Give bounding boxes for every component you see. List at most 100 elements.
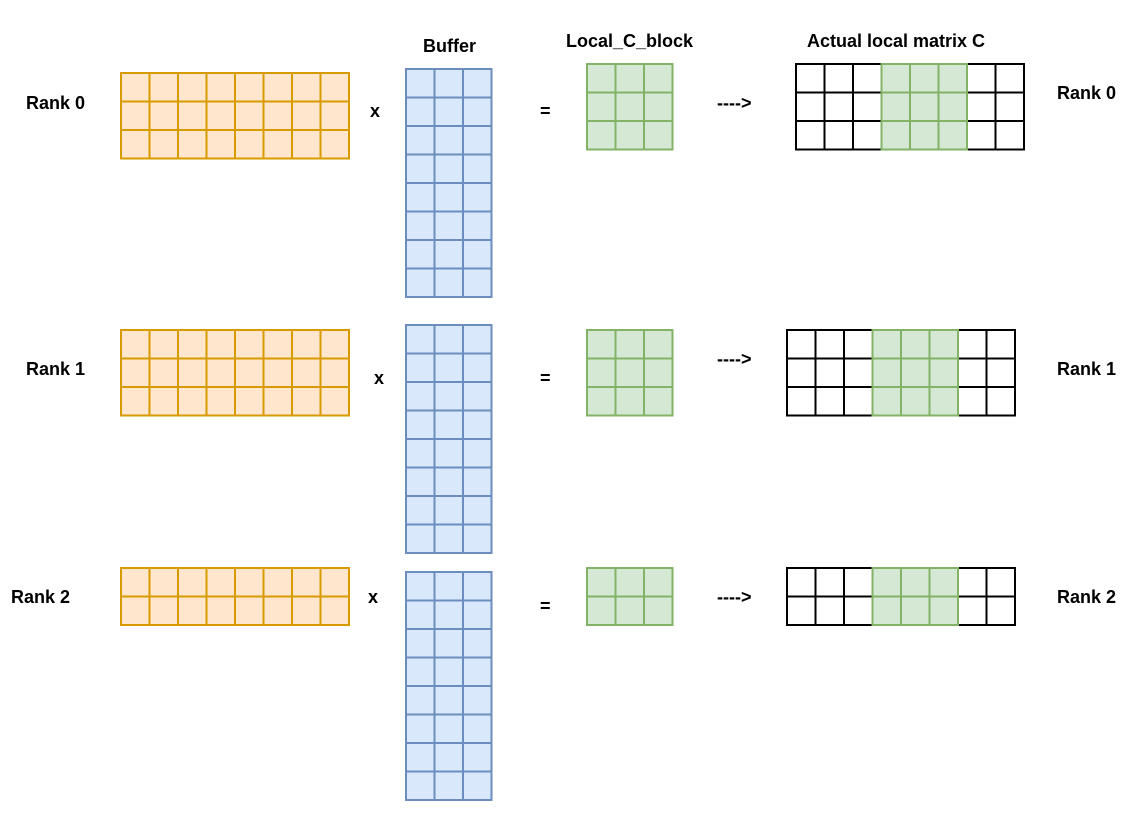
rank-0-buffer-matrix-cell [405, 125, 436, 156]
rank-0-actual-matrix-c-cell [937, 120, 968, 151]
rank-1-matrix-a-cell [234, 329, 265, 360]
rank-0-matrix-a-cell [177, 100, 208, 131]
rank-0-actual-matrix-c-cell [795, 63, 826, 94]
rank-0-equals: = [540, 101, 551, 121]
rank-2-actual-matrix-c-cell [814, 595, 845, 626]
rank-0-actual-matrix-c [795, 63, 1025, 151]
rank-1-arrow: ----> [717, 349, 752, 369]
rank-0-actual-matrix-c-cell [994, 91, 1025, 122]
rank-0-matrix-a-cell [148, 129, 179, 160]
rank-2-buffer-matrix-cell [433, 742, 464, 773]
rank-2-local-c-block-cell [614, 567, 645, 598]
rank-0-buffer-matrix-cell [462, 182, 493, 213]
rank-0-actual-matrix-c-cell [994, 63, 1025, 94]
rank-2-buffer-matrix-cell [462, 656, 493, 687]
buffer-header: Buffer [423, 36, 476, 56]
rank-2-actual-matrix-c-cell [957, 567, 988, 598]
rank-1-buffer-matrix-cell [433, 438, 464, 469]
rank-0-matrix-a-cell [120, 72, 151, 103]
rank-1-local-c-block-cell [643, 357, 674, 388]
rank-0-actual-matrix-c-cell [994, 120, 1025, 151]
rank-0-matrix-a-cell [291, 72, 322, 103]
rank-2-actual-matrix-c-cell [843, 567, 874, 598]
rank-1-times: x [374, 368, 385, 388]
rank-2-actual-matrix-c-cell [871, 595, 902, 626]
rank-0-matrix-a-cell [319, 100, 350, 131]
rank-0-actual-matrix-c-cell [795, 120, 826, 151]
rank-0-buffer-matrix-cell [405, 239, 436, 270]
rank-1-local-c-block-cell [614, 329, 645, 360]
rank-0-buffer-matrix-cell [433, 68, 464, 99]
rank-1-matrix-a [120, 329, 350, 417]
local-c-block-header: Local_C_block [566, 31, 694, 51]
rank-1-buffer-matrix-cell [462, 324, 493, 355]
rank-2-buffer-matrix-cell [433, 599, 464, 630]
rank-1-matrix-a-cell [205, 386, 236, 417]
rank-1-matrix-a-cell [234, 357, 265, 388]
rank-0-buffer-matrix-cell [462, 153, 493, 184]
rank-1-buffer-matrix-cell [462, 495, 493, 526]
rank-0-matrix-a-cell [319, 72, 350, 103]
rank-0-actual-matrix-c-cell [909, 63, 940, 94]
rank-1-matrix-a-cell [177, 357, 208, 388]
rank-1-actual-matrix-c-cell [985, 386, 1016, 417]
rank-0-buffer-matrix-cell [462, 96, 493, 127]
rank-1-buffer-matrix-cell [405, 495, 436, 526]
rank-2-matrix-a-cell [148, 567, 179, 598]
rank-2-actual-matrix-c-cell [871, 567, 902, 598]
rank-0-actual-matrix-c-cell [880, 120, 911, 151]
rank-1-left-label: Rank 1 [26, 359, 86, 379]
rank-1-actual-matrix-c-cell [814, 329, 845, 360]
rank-2-local-c-block-cell [643, 595, 674, 626]
rank-1-buffer-matrix-cell [405, 438, 436, 469]
rank-0-matrix-a-cell [205, 100, 236, 131]
rank-0-buffer-matrix-cell [462, 125, 493, 156]
rank-0-matrix-a-cell [234, 72, 265, 103]
rank-2-matrix-a-cell [120, 595, 151, 626]
rank-0-matrix-a-cell [120, 100, 151, 131]
rank-1-buffer-matrix-cell [433, 523, 464, 554]
rank-0-matrix-a-cell [291, 129, 322, 160]
rank-1-local-c-block-cell [586, 329, 617, 360]
rank-1-actual-matrix-c [786, 329, 1016, 417]
rank-2-buffer-matrix-cell [462, 713, 493, 744]
rank-1-matrix-a-cell [234, 386, 265, 417]
rank-2-actual-matrix-c-cell [928, 595, 959, 626]
rank-1-buffer-matrix-cell [405, 381, 436, 412]
rank-0-matrix-a-cell [177, 129, 208, 160]
rank-1-matrix-a-cell [177, 329, 208, 360]
rank-1-matrix-a-cell [120, 357, 151, 388]
rank-1-actual-matrix-c-cell [985, 357, 1016, 388]
rank-0-buffer-matrix-cell [462, 210, 493, 241]
rank-2-buffer-matrix-cell [462, 571, 493, 602]
rank-1-actual-matrix-c-cell [985, 329, 1016, 360]
rank-1-buffer-matrix-cell [405, 409, 436, 440]
rank-2-buffer-matrix-cell [405, 628, 436, 659]
rank-1-actual-matrix-c-cell [786, 329, 817, 360]
rank-0-matrix-a-cell [234, 129, 265, 160]
rank-1-actual-matrix-c-cell [900, 386, 931, 417]
rank-2-local-c-block-cell [643, 567, 674, 598]
rank-0-local-c-block-cell [586, 120, 617, 151]
rank-0-actual-matrix-c-cell [880, 63, 911, 94]
rank-1-matrix-a-cell [262, 386, 293, 417]
rank-0-actual-matrix-c-cell [909, 120, 940, 151]
rank-1-right-label: Rank 1 [1057, 359, 1117, 379]
rank-2-local-c-block [586, 567, 674, 626]
rank-1-local-c-block-cell [614, 386, 645, 417]
rank-2-actual-matrix-c-cell [985, 595, 1016, 626]
rank-1-matrix-a-cell [319, 386, 350, 417]
rank-1-actual-matrix-c-cell [786, 386, 817, 417]
rank-0-matrix-a-cell [319, 129, 350, 160]
rank-2-equals: = [540, 596, 551, 616]
actual-matrix-header: Actual local matrix C [807, 31, 986, 51]
rank-0-actual-matrix-c-cell [823, 120, 854, 151]
rank-1-buffer-matrix-cell [433, 409, 464, 440]
rank-2-matrix-a-cell [205, 567, 236, 598]
rank-2-matrix-a-cell [234, 595, 265, 626]
rank-1-actual-matrix-c-cell [900, 329, 931, 360]
rank-2-matrix-a-cell [291, 567, 322, 598]
rank-2-buffer-matrix-cell [405, 571, 436, 602]
rank-1-matrix-a-cell [262, 329, 293, 360]
